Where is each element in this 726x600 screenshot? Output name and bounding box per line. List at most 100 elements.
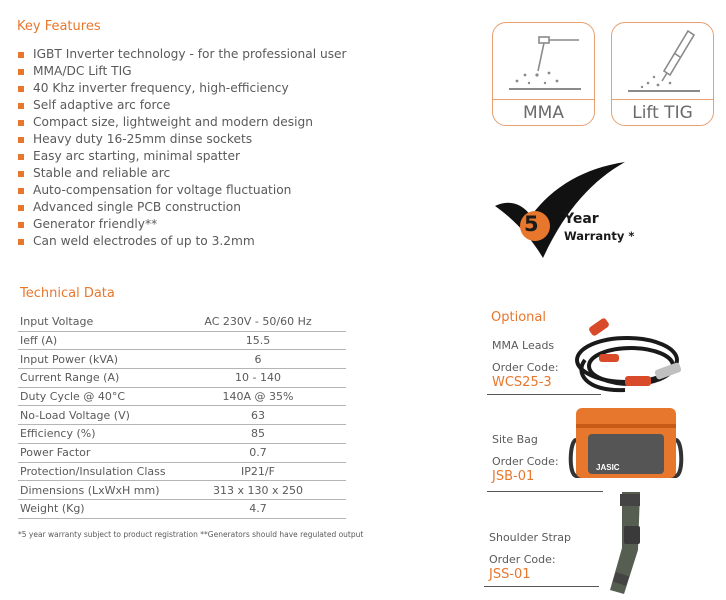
item-divider <box>487 491 603 492</box>
mma-mode-box: MMA <box>492 22 595 126</box>
mma-label: MMA <box>523 103 564 123</box>
square-bullet-icon <box>18 222 24 228</box>
feature-text: MMA/DC Lift TIG <box>33 64 132 78</box>
order-code-label: Order Code: <box>489 553 556 566</box>
footnote: *5 year warranty subject to product regi… <box>18 530 364 539</box>
spec-value: 10 - 140 <box>170 368 346 388</box>
spec-value: 85 <box>170 424 346 444</box>
spec-value: IP21/F <box>170 462 346 482</box>
shoulder-strap-name: Shoulder Strap <box>489 531 572 544</box>
item-divider <box>484 586 599 587</box>
optional-title: Optional <box>491 310 546 325</box>
feature-text: Auto-compensation for voltage fluctuatio… <box>33 183 292 197</box>
warranty-year: Year <box>564 211 599 227</box>
key-features-list: IGBT Inverter technology - for the profe… <box>17 46 347 250</box>
square-bullet-icon <box>18 154 24 160</box>
feature-item: Generator friendly** <box>17 216 347 233</box>
feature-text: Generator friendly** <box>33 217 158 231</box>
feature-text: Advanced single PCB construction <box>33 200 241 214</box>
order-code-label: Order Code: <box>492 361 559 374</box>
feature-text: Compact size, lightweight and modern des… <box>33 115 313 129</box>
spec-value: 6 <box>170 349 346 370</box>
spec-label: Duty Cycle @ 40°C <box>18 387 170 407</box>
square-bullet-icon <box>18 86 24 92</box>
mma-welding-icon <box>509 36 581 90</box>
spec-label: Input Power (kVA) <box>18 349 170 370</box>
site-bag-image: JASIC <box>568 408 684 478</box>
table-row: No-Load Voltage (V)63 <box>18 405 346 426</box>
bag-brand-text: JASIC <box>596 463 620 472</box>
spec-label: No-Load Voltage (V) <box>18 405 170 426</box>
shoulder-strap-image <box>610 492 640 594</box>
feature-item: Self adaptive arc force <box>17 97 347 114</box>
spec-value: 313 x 130 x 250 <box>170 480 346 500</box>
square-bullet-icon <box>18 103 24 109</box>
lift-tig-mode-box: Lift TIG <box>611 22 714 126</box>
spec-label: Power Factor <box>18 443 170 463</box>
mma-leads-image <box>575 318 682 393</box>
feature-item: MMA/DC Lift TIG <box>17 63 347 80</box>
spec-value: 15.5 <box>170 331 346 351</box>
spec-value: 140A @ 35% <box>170 387 346 407</box>
spec-label: Current Range (A) <box>18 368 170 388</box>
square-bullet-icon <box>18 188 24 194</box>
spec-label: Ieff (A) <box>18 331 170 351</box>
table-row: Efficiency (%)85 <box>18 424 346 444</box>
feature-text: 40 Khz inverter frequency, high-efficien… <box>33 81 289 95</box>
feature-text: Self adaptive arc force <box>33 98 171 112</box>
feature-item: IGBT Inverter technology - for the profe… <box>17 46 347 63</box>
feature-item: Stable and reliable arc <box>17 165 347 182</box>
order-code-label: Order Code: <box>492 455 559 468</box>
spec-label: Weight (Kg) <box>18 499 170 519</box>
warranty-checkmark-icon <box>495 162 625 258</box>
table-row: Ieff (A)15.5 <box>18 331 346 351</box>
feature-text: Heavy duty 16-25mm dinse sockets <box>33 132 253 146</box>
square-bullet-icon <box>18 171 24 177</box>
feature-text: Stable and reliable arc <box>33 166 171 180</box>
square-bullet-icon <box>18 239 24 245</box>
feature-text: Easy arc starting, minimal spatter <box>33 149 240 163</box>
mma-leads-name: MMA Leads <box>492 339 555 352</box>
site-bag-code: JSB-01 <box>492 469 535 484</box>
feature-item: Compact size, lightweight and modern des… <box>17 114 347 131</box>
table-row: Current Range (A)10 - 140 <box>18 368 346 388</box>
feature-item: Advanced single PCB construction <box>17 199 347 216</box>
lift-tig-label: Lift TIG <box>632 103 693 123</box>
square-bullet-icon <box>18 52 24 58</box>
square-bullet-icon <box>18 205 24 211</box>
mode-divider <box>612 99 713 100</box>
square-bullet-icon <box>18 120 24 126</box>
feature-text: IGBT Inverter technology - for the profe… <box>33 47 347 61</box>
table-row: Input Power (kVA)6 <box>18 349 346 370</box>
warranty-label: Warranty * <box>564 229 635 243</box>
feature-text: Can weld electrodes of up to 3.2mm <box>33 234 255 248</box>
tig-torch-icon <box>628 29 700 92</box>
feature-item: 40 Khz inverter frequency, high-efficien… <box>17 80 347 97</box>
mma-leads-code: WCS25-3 <box>492 375 552 390</box>
spec-value: 63 <box>170 405 346 426</box>
spec-value: AC 230V - 50/60 Hz <box>170 313 346 332</box>
spec-label: Protection/Insulation Class <box>18 462 170 482</box>
technical-data-title: Technical Data <box>20 286 115 301</box>
spec-label: Dimensions (LxWxH mm) <box>18 480 170 500</box>
mode-divider <box>493 99 594 100</box>
key-features-title: Key Features <box>17 19 101 34</box>
table-row: Dimensions (LxWxH mm)313 x 130 x 250 <box>18 480 346 500</box>
spec-label: Input Voltage <box>18 313 170 332</box>
spec-value: 0.7 <box>170 443 346 463</box>
feature-item: Auto-compensation for voltage fluctuatio… <box>17 182 347 199</box>
site-bag-name: Site Bag <box>492 433 538 446</box>
item-divider <box>487 394 601 395</box>
spec-label: Efficiency (%) <box>18 424 170 444</box>
square-bullet-icon <box>18 137 24 143</box>
square-bullet-icon <box>18 69 24 75</box>
feature-item: Easy arc starting, minimal spatter <box>17 148 347 165</box>
shoulder-strap-code: JSS-01 <box>489 567 531 582</box>
spec-value: 4.7 <box>170 499 346 519</box>
feature-item: Can weld electrodes of up to 3.2mm <box>17 233 347 250</box>
